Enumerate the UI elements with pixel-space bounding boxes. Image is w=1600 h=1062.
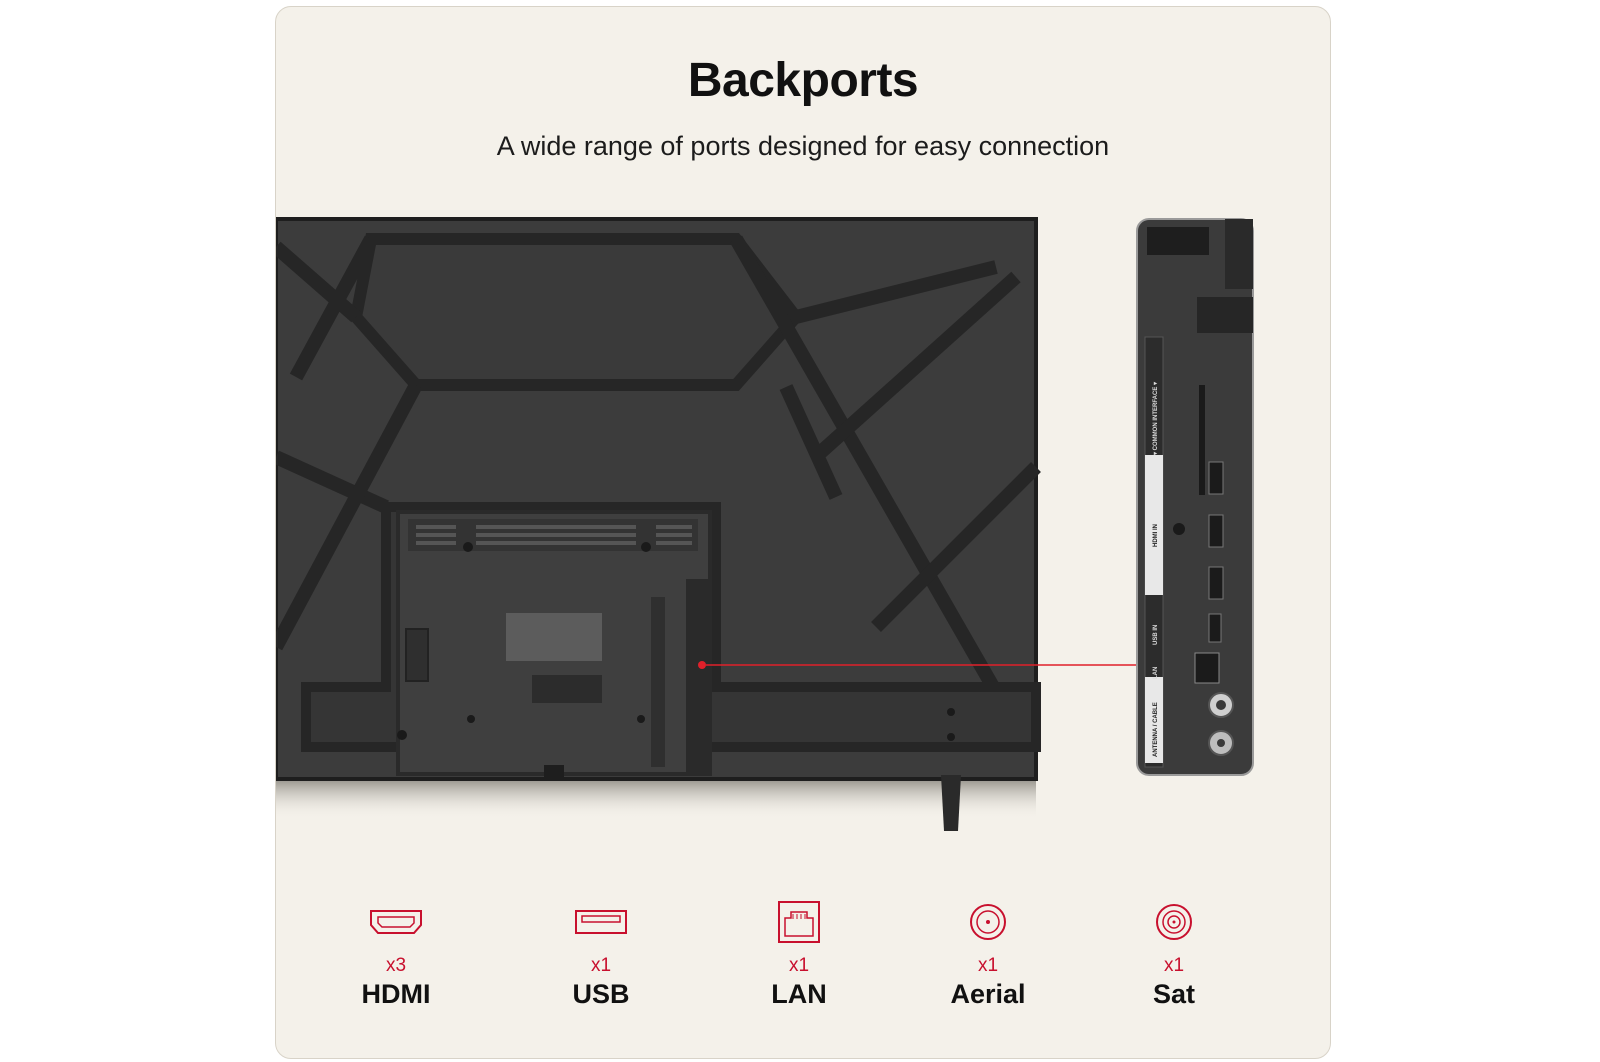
port-name: HDMI: [361, 979, 431, 1009]
tv-back-illustration: [276, 217, 1041, 831]
port-count: x3: [385, 955, 407, 976]
usb-in-label: USB IN: [1153, 625, 1159, 645]
antenna-label-box: [1145, 677, 1163, 763]
side-bracket: [1197, 297, 1253, 333]
port-item-aerial: x1 Aerial: [898, 897, 1078, 1010]
port-item-lan: x1 LAN: [709, 897, 889, 1010]
antenna-label: ANTENNA / CABLE: [1153, 702, 1159, 757]
usb-port: [1208, 613, 1222, 643]
usb-icon: [575, 910, 627, 934]
side-vent: [1147, 227, 1209, 255]
port-name: Aerial: [950, 979, 1026, 1009]
tv-stand: [941, 775, 961, 831]
page-subtitle: A wide range of ports designed for easy …: [496, 131, 1110, 161]
port-item-sat: x1 Sat: [1084, 897, 1264, 1010]
lan-label: LAN: [1153, 667, 1159, 679]
hdmi-in-label: HDMI IN: [1153, 524, 1159, 547]
lan-icon: [778, 901, 820, 943]
port-marker-dot: [698, 661, 706, 669]
port-name: LAN: [771, 979, 827, 1009]
ci-slot: [1199, 385, 1205, 495]
port-count: x1: [1163, 955, 1185, 976]
port-count: x1: [590, 955, 612, 976]
side-port-strip: [651, 597, 665, 767]
leader-line: [706, 664, 1138, 666]
tv-shadow: [276, 779, 1036, 819]
tv-label-sticker: [506, 613, 602, 661]
backports-card: Backports A wide range of ports designed…: [275, 6, 1331, 1059]
hdmi-ports: [1208, 461, 1224, 600]
port-item-hdmi: x3 HDMI: [306, 897, 486, 1010]
page-title: Backports: [687, 54, 919, 107]
tv-frame-lines: [276, 235, 1041, 696]
aerial-icon: [970, 904, 1006, 940]
ci-label: ▾ COMMON INTERFACE ▾: [1153, 381, 1159, 456]
port-summary-row: x3 HDMI x1 USB x1 LAN: [276, 897, 1330, 1027]
side-ports-closeup: ▾ COMMON INTERFACE ▾ HDMI IN USB IN LAN …: [1136, 218, 1254, 776]
hdmi-icon: [370, 910, 422, 934]
port-item-usb: x1 USB: [511, 897, 691, 1010]
port-count: x1: [977, 955, 999, 976]
lan-port: [1194, 652, 1220, 684]
side-panel-body: [1136, 218, 1254, 776]
sat-icon: [1156, 904, 1192, 940]
hdmi-label-box: [1145, 455, 1163, 595]
port-name: USB: [572, 979, 630, 1009]
vent-holes: [416, 525, 692, 545]
port-count: x1: [788, 955, 810, 976]
port-name: Sat: [1152, 979, 1196, 1009]
